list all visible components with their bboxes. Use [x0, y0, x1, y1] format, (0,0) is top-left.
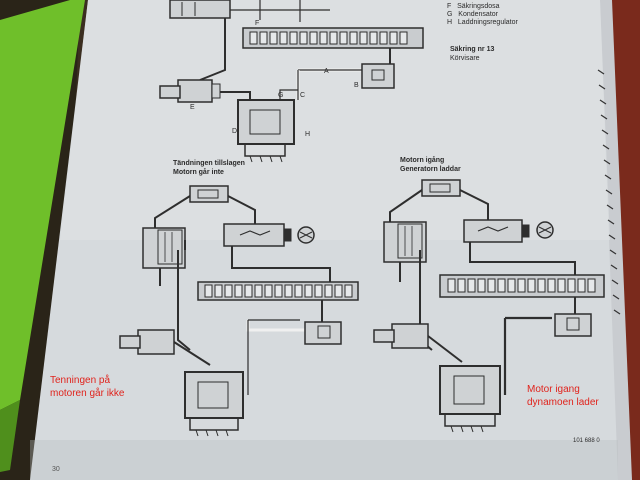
legend-item-h: H Laddningsregulator — [447, 19, 518, 26]
binder-rings — [597, 69, 621, 315]
right-generator — [439, 365, 501, 433]
right-title-line1: Motorn igång — [400, 157, 445, 164]
label-e: E — [190, 104, 195, 111]
right-battery — [383, 221, 427, 263]
label-g: G — [278, 92, 284, 99]
right-caption: Motor igang dynamoen lader — [527, 384, 599, 408]
green-binder-cover — [0, 0, 85, 410]
label-b: B — [354, 82, 359, 89]
left-title-line2: Motorn går inte — [173, 169, 224, 176]
right-starter-motor — [373, 323, 429, 349]
right-relay-box — [463, 219, 523, 243]
reference-code: 101 688 0 — [573, 438, 600, 444]
left-title-line1: Tändningen tillslagen — [173, 160, 245, 167]
top-generator — [237, 99, 295, 163]
top-starter-motor — [159, 79, 221, 103]
right-ignition-switch — [421, 179, 461, 197]
label-a: A — [324, 68, 329, 75]
right-title-line2: Generatorn laddar — [400, 166, 461, 173]
fuse-subtitle: Körvisare — [450, 55, 480, 62]
left-relay-box — [223, 223, 285, 247]
page-number: 30 — [52, 466, 60, 473]
legend-item-g: G Kondensator — [447, 11, 498, 18]
top-relay-box — [169, 0, 231, 19]
label-f: F — [255, 20, 260, 27]
left-generator — [184, 371, 244, 437]
legend-item-f: F Säkringsdosa — [447, 3, 500, 10]
right-regulator-box — [554, 313, 592, 337]
left-regulator-box — [304, 321, 342, 345]
top-regulator-box — [361, 63, 395, 89]
label-d: D — [232, 128, 238, 135]
left-caption: Tenningen på motoren går ikke — [50, 375, 125, 399]
left-ignition-switch — [189, 185, 229, 203]
fuse-title: Säkring nr 13 — [450, 46, 495, 53]
label-c: C — [300, 92, 306, 99]
label-h: H — [305, 131, 311, 138]
